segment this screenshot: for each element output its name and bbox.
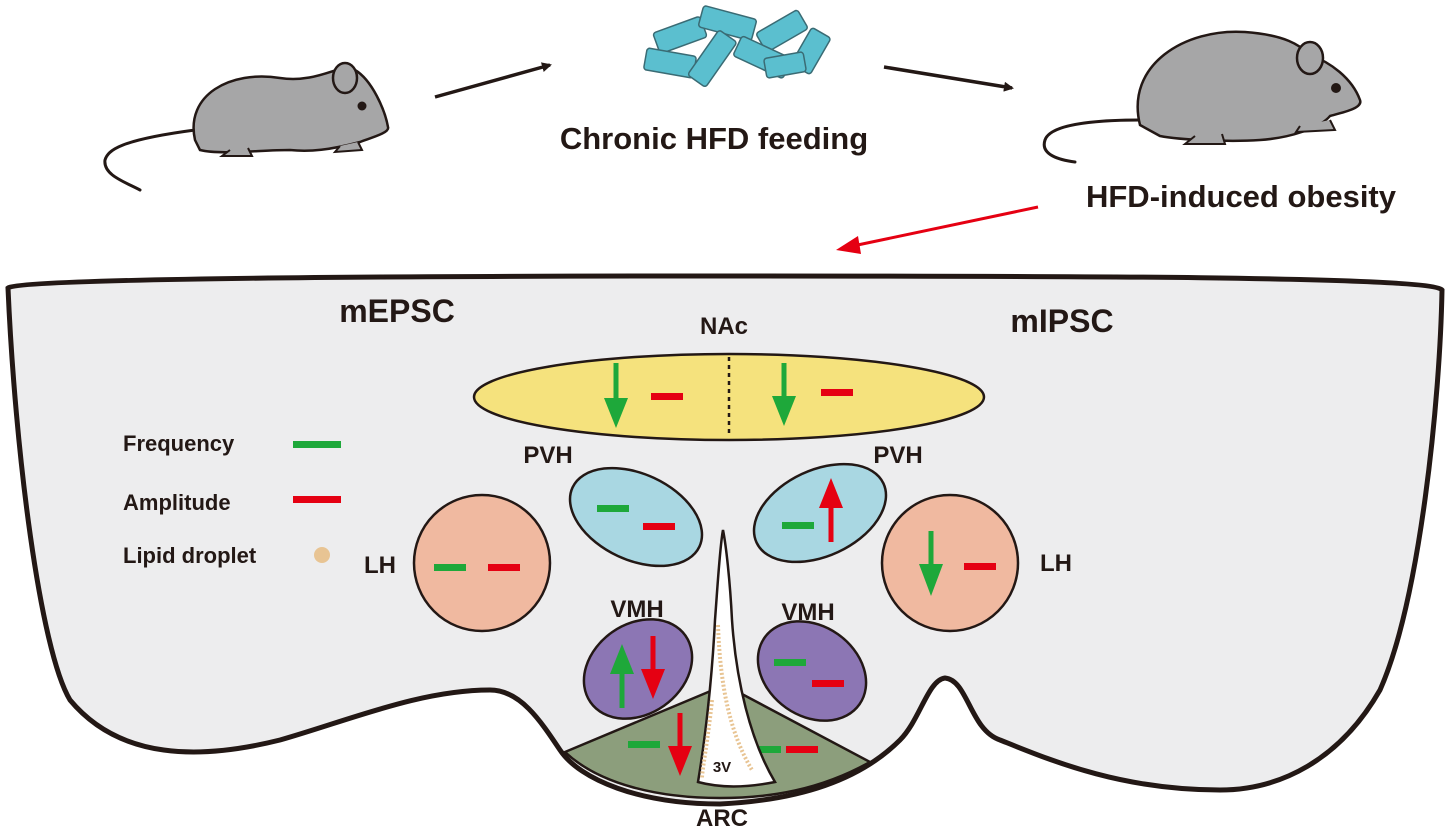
- legend-amplitude-label: Amplitude: [123, 490, 231, 515]
- arc-mepsc-amplitude-down-arrow: [668, 713, 692, 776]
- pvh-mepsc-amplitude-dash: [643, 523, 675, 530]
- nac-mepsc-amplitude-dash: [651, 393, 683, 400]
- vmh-mipsc-amplitude-dash: [812, 680, 844, 687]
- obese-mouse-icon: [1042, 30, 1362, 164]
- vmh-mepsc-frequency-up-arrow: [610, 644, 634, 708]
- vmh-mipsc-frequency-dash: [774, 659, 806, 666]
- nac-mepsc-frequency-down-arrow: [604, 363, 628, 428]
- third-ventricle-label: 3V: [713, 759, 731, 776]
- legend-lipid-swatch: [314, 547, 330, 563]
- arc-mipsc-amplitude-dash: [786, 746, 818, 753]
- lh-mipsc-frequency-down-arrow: [919, 531, 943, 596]
- lh-mipsc-amplitude-dash: [964, 563, 996, 570]
- legend-frequency-swatch: [293, 441, 341, 448]
- lh-mepsc-amplitude-dash: [488, 564, 520, 571]
- vmh-right-region: [756, 620, 868, 722]
- lh-left-region: [412, 493, 552, 633]
- mipsc-header: mIPSC: [1010, 303, 1113, 339]
- arrow-to-brain: [836, 236, 861, 254]
- vmh-mepsc-amplitude-down-arrow: [641, 636, 665, 699]
- pvh-mipsc-frequency-dash: [782, 522, 814, 529]
- lh-right-label: LH: [1040, 550, 1072, 577]
- nac-mipsc-amplitude-dash: [821, 389, 853, 396]
- hfd-pellets-icon: [643, 5, 831, 87]
- lean-mouse-icon: [103, 61, 390, 192]
- pvh-mipsc-amplitude-up-arrow: [819, 478, 843, 542]
- third-ventricle: [696, 529, 777, 788]
- pvh-right-region: [752, 462, 888, 564]
- arrow-to-feeding: [434, 62, 552, 99]
- legend-amplitude-swatch: [293, 496, 341, 503]
- feeding-label: Chronic HFD feeding: [560, 121, 868, 156]
- mepsc-header: mEPSC: [339, 293, 455, 329]
- arrow-to-obesity: [883, 65, 1014, 92]
- vmh-left-region: [582, 618, 694, 720]
- pvh-left-label: PVH: [523, 442, 572, 469]
- arc-mepsc-frequency-dash: [628, 741, 660, 748]
- arc-mipsc-frequency-dash: [749, 746, 781, 753]
- lh-mepsc-frequency-dash: [434, 564, 466, 571]
- pvh-right-label: PVH: [873, 442, 922, 469]
- legend-frequency-label: Frequency: [123, 431, 235, 456]
- pvh-left-region: [568, 466, 704, 568]
- lh-right-region: [880, 493, 1020, 633]
- nac-mipsc-frequency-down-arrow: [772, 363, 796, 426]
- pvh-mepsc-frequency-dash: [597, 505, 629, 512]
- arc-label: ARC: [696, 805, 748, 832]
- lh-left-label: LH: [364, 552, 396, 579]
- legend-lipid-label: Lipid droplet: [123, 543, 257, 568]
- nac-label: NAc: [700, 313, 748, 340]
- obesity-label: HFD-induced obesity: [1086, 179, 1397, 214]
